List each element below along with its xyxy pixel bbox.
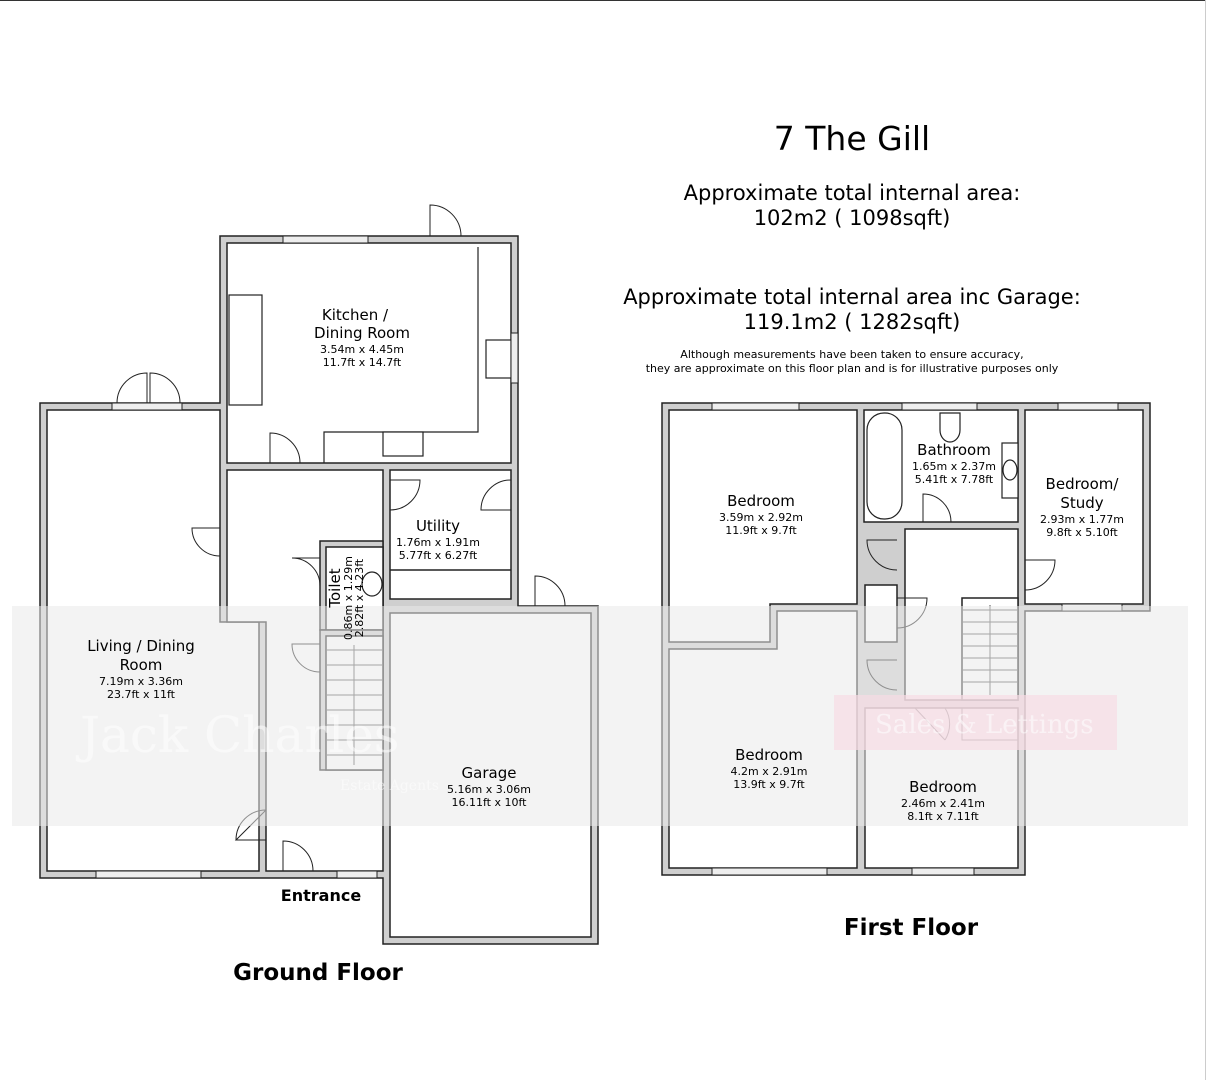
room-dims-ft: 5.77ft x 6.27ft	[399, 549, 478, 562]
watermark-brand: Jack Charles	[75, 706, 399, 764]
room-name: Bedroom	[735, 746, 803, 764]
utility	[389, 469, 512, 600]
room-dims-m: 7.19m x 3.36m	[99, 675, 183, 688]
room-dims-m: 4.2m x 2.91m	[731, 765, 808, 778]
disclaimer-line-2: they are approximate on this floor plan …	[646, 362, 1059, 375]
room-name: Study	[1060, 494, 1103, 512]
room-dims-m: 2.93m x 1.77m	[1040, 513, 1124, 526]
room-name: Room	[120, 656, 163, 674]
room-dims-m: 1.76m x 1.91m	[396, 536, 480, 549]
first-floor-label: First Floor	[844, 915, 979, 941]
room-dims-m: 3.59m x 2.92m	[719, 511, 803, 524]
room-dims-ft: 23.7ft x 11ft	[107, 688, 176, 701]
room-dims-ft: 2.82ft x 4.23ft	[353, 558, 366, 637]
disclaimer-line-1: Although measurements have been taken to…	[680, 348, 1023, 361]
room-name: Bathroom	[917, 441, 991, 459]
room-dims-m: 2.46m x 2.41m	[901, 797, 985, 810]
room-dims-m: 1.65m x 2.37m	[912, 460, 996, 473]
room-name: Bedroom/	[1046, 475, 1120, 493]
area-label: Approximate total internal area:	[684, 181, 1021, 205]
watermark-sub: Estate Agents	[340, 778, 439, 794]
bedroom-study	[1024, 409, 1144, 605]
room-name: Toilet	[326, 568, 344, 608]
room-name: Bedroom	[909, 778, 977, 796]
area-garage-value: 119.1m2 ( 1282sqft)	[744, 310, 961, 334]
room-dims-ft: 8.1ft x 7.11ft	[907, 810, 979, 823]
room-name: Living / Dining	[87, 637, 195, 655]
area-garage-label: Approximate total internal area inc Gara…	[623, 285, 1081, 309]
watermark-tag: Sales & Lettings	[875, 710, 1094, 740]
room-dims-ft: 11.7ft x 14.7ft	[323, 356, 402, 369]
entrance-label: Entrance	[281, 886, 362, 905]
room-name: Dining Room	[314, 324, 410, 342]
room-dims-m: 3.54m x 4.45m	[320, 343, 404, 356]
room-name: Utility	[416, 517, 460, 535]
ground-floor-label: Ground Floor	[233, 960, 403, 986]
area-value: 102m2 ( 1098sqft)	[754, 206, 951, 230]
room-dims-ft: 9.8ft x 5.10ft	[1046, 526, 1118, 539]
room-dims-m: 5.16m x 3.06m	[447, 783, 531, 796]
room-name: Garage	[462, 764, 517, 782]
room-dims-ft: 13.9ft x 9.7ft	[733, 778, 805, 791]
room-dims-ft: 16.11ft x 10ft	[452, 796, 528, 809]
room-dims-m: 0.86m x 1.29m	[342, 556, 355, 640]
room-name: Bedroom	[727, 492, 795, 510]
room-dims-ft: 11.9ft x 9.7ft	[725, 524, 797, 537]
room-name: Kitchen /	[322, 306, 389, 324]
property-title: 7 The Gill	[774, 119, 930, 158]
ground-floor-plan	[39, 204, 599, 945]
watermark-tag-box	[834, 695, 1117, 750]
room-dims-ft: 5.41ft x 7.78ft	[915, 473, 994, 486]
